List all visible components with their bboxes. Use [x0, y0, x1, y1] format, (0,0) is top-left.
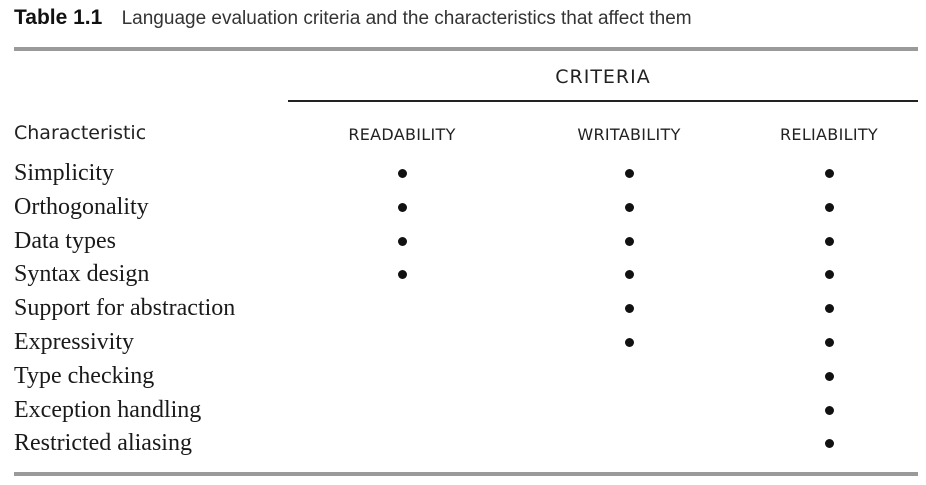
table-row: Data types [0, 226, 926, 260]
reliability-bullet-icon [824, 338, 834, 347]
writability-bullet-icon [624, 338, 634, 347]
readability-bullet-icon [397, 236, 407, 246]
row-label: Data types [14, 227, 116, 254]
table-row: Exception handling [0, 395, 926, 429]
reliability-bullet-icon [824, 371, 834, 381]
row-label: Type checking [14, 362, 155, 389]
row-label: Syntax design [14, 261, 150, 288]
criteria-rule [288, 100, 918, 102]
table-row: Orthogonality [0, 192, 926, 226]
table-row: Expressivity [0, 327, 926, 361]
criteria-heading: CRITERIA [555, 66, 651, 88]
characteristic-column-header: Characteristic [14, 122, 147, 144]
writability-column-header: WRITABILITY [577, 125, 681, 144]
reliability-bullet-icon [824, 270, 834, 280]
row-label: Restricted aliasing [14, 430, 192, 457]
table-row: Restricted aliasing [0, 428, 926, 462]
writability-bullet-icon [624, 169, 634, 178]
reliability-bullet-icon [824, 304, 834, 314]
table-row: Simplicity [0, 158, 926, 192]
row-label: Simplicity [14, 160, 115, 186]
writability-bullet-icon [624, 270, 634, 280]
row-label: Orthogonality [14, 193, 149, 220]
reliability-bullet-icon [824, 405, 834, 415]
row-label: Exception handling [14, 396, 202, 423]
table-caption: Table 1.1 Language evaluation criteria a… [14, 4, 692, 32]
readability-bullet-icon [397, 270, 407, 280]
row-label: Support for abstraction [14, 295, 236, 322]
reliability-bullet-icon [824, 169, 834, 178]
reliability-bullet-icon [824, 439, 834, 449]
reliability-bullet-icon [824, 202, 834, 212]
table-row: Support for abstraction [0, 293, 926, 327]
table-caption-text: Language evaluation criteria and the cha… [121, 8, 692, 29]
writability-bullet-icon [624, 304, 634, 314]
reliability-bullet-icon [824, 236, 834, 246]
bottom-rule [14, 472, 918, 476]
writability-bullet-icon [624, 202, 634, 212]
readability-bullet-icon [397, 202, 407, 212]
table-row: Type checking [0, 361, 926, 395]
table-row: Syntax design [0, 259, 926, 293]
reliability-column-header: RELIABILITY [780, 125, 878, 144]
table-caption-label: Table 1.1 [14, 6, 103, 29]
top-rule [14, 47, 918, 51]
row-label: Expressivity [14, 329, 134, 355]
readability-bullet-icon [397, 169, 407, 178]
writability-bullet-icon [624, 236, 634, 246]
readability-column-header: READABILITY [348, 125, 456, 144]
